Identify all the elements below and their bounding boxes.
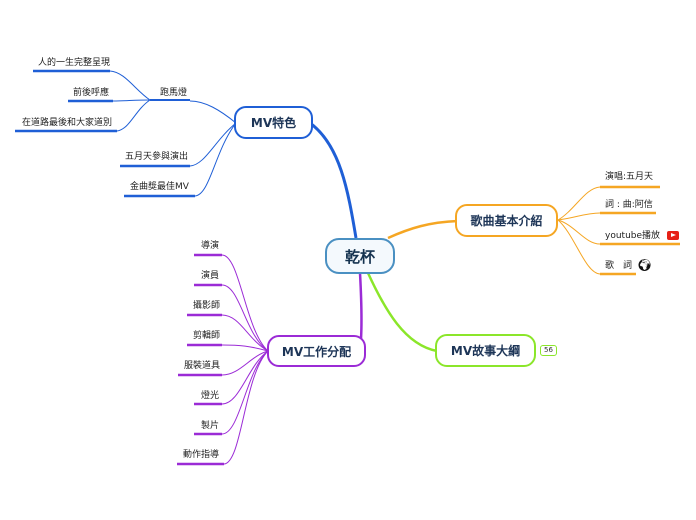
topic-echo[interactable]: 前後呼應: [73, 88, 110, 98]
connector-root-mv: [309, 121, 358, 239]
connector-crew-leaf-6: [221, 350, 269, 405]
topic-lyrics[interactable]: 歌 詞: [605, 261, 633, 271]
connector-crew-leaf-5: [221, 350, 269, 376]
topic-mayday-cast[interactable]: 五月天參與演出: [125, 152, 189, 162]
topic-life-story[interactable]: 人的一生完整呈現: [38, 58, 111, 68]
topic-director[interactable]: 導演: [201, 241, 220, 251]
globe-icon[interactable]: 🌍︎: [637, 258, 653, 272]
connector-crew-leaf-4: [221, 344, 269, 352]
connector-song-leaf-2: [557, 212, 601, 221]
topic-farewell[interactable]: 在道路最後和大家道別: [22, 118, 113, 128]
connector-mv-sub: [189, 100, 237, 124]
connector-song-leaf-1: [557, 186, 601, 221]
connector-mv-leaf-4: [189, 122, 237, 167]
topic-costume[interactable]: 服裝道具: [184, 361, 221, 371]
youtube-icon[interactable]: [667, 231, 679, 240]
connector-crew-leaf-3: [221, 314, 269, 352]
connector-root-story: [366, 272, 438, 353]
topic-youtube[interactable]: youtube播放: [605, 231, 661, 241]
connector-song-leaf-4: [557, 219, 601, 275]
connector-crew-leaf-2: [221, 284, 269, 352]
connector-crew-leaf-7: [221, 350, 269, 435]
story-count-badge: 56: [540, 345, 557, 356]
topic-lyricist[interactable]: 詞 : 曲:阿信: [605, 200, 653, 210]
topic-lighting[interactable]: 燈光: [201, 391, 220, 401]
branch-song-info[interactable]: 歌曲基本介紹: [455, 204, 558, 237]
branch-mv-features[interactable]: MV特色: [234, 106, 313, 139]
connector-sub-leaf-2: [112, 99, 151, 102]
topic-action-director[interactable]: 動作指導: [183, 450, 220, 460]
connector-crew-leaf-1: [221, 254, 269, 352]
connector-sub-leaf-1: [109, 70, 151, 101]
connector-crew-leaf-8: [223, 350, 269, 465]
topic-cinematographer[interactable]: 攝影師: [193, 301, 221, 311]
connector-song-leaf-3: [557, 219, 601, 245]
root-topic[interactable]: 乾杯: [325, 238, 395, 274]
connector-root-song: [387, 219, 459, 240]
topic-singer[interactable]: 演唱:五月天: [605, 172, 654, 182]
topic-editor[interactable]: 剪輯師: [193, 331, 221, 341]
topic-producer[interactable]: 製片: [201, 421, 220, 431]
topic-actors[interactable]: 演員: [201, 271, 220, 281]
branch-crew[interactable]: MV工作分配: [267, 335, 366, 367]
topic-marquee[interactable]: 跑馬燈: [160, 88, 188, 98]
branch-story[interactable]: MV故事大綱: [435, 334, 536, 367]
topic-golden-melody[interactable]: 金曲獎最佳MV: [130, 182, 189, 192]
connector-mv-leaf-5: [194, 122, 237, 197]
connector-sub-leaf-3: [116, 99, 151, 132]
